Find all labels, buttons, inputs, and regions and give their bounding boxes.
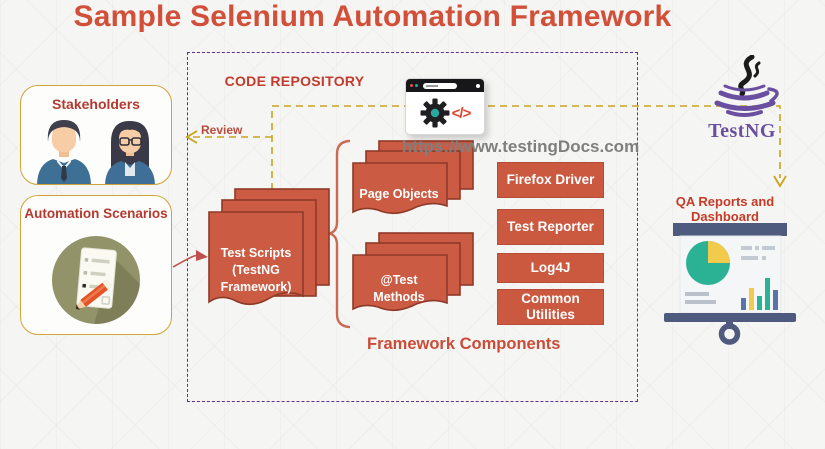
- test-scripts-label: Test Scripts (TestNG Framework): [220, 246, 292, 294]
- test-methods-label: @Test Methods: [373, 273, 425, 304]
- stakeholders-label: Stakeholders: [52, 96, 140, 112]
- test-scripts-stack: [208, 188, 330, 306]
- presentation-dashboard-icon: [664, 223, 796, 345]
- code-repository-box: [187, 52, 638, 402]
- browser-dot-red: [410, 84, 413, 87]
- website-url: https://www.testingDocs.com: [401, 137, 640, 156]
- browser-dot-teal: [415, 84, 418, 87]
- testng-logo-text: TestNG: [708, 120, 776, 142]
- automation-scenarios-box: Automation Scenarios: [20, 195, 172, 335]
- stakeholders-box: Stakeholders: [20, 85, 172, 185]
- page-title: Sample Selenium Automation Framework: [73, 0, 672, 33]
- browser-code-icon: </>: [405, 78, 485, 135]
- checklist-pencil-icon: [52, 236, 140, 325]
- browser-dot-white: [476, 83, 480, 88]
- browser-address-bar: [423, 82, 457, 89]
- down-arrowhead-icon: [773, 175, 787, 188]
- testng-java-cup-icon: [714, 55, 779, 117]
- review-label: Review: [201, 123, 243, 137]
- code-tag-icon: </>: [451, 104, 472, 122]
- browser-content: </>: [406, 92, 484, 134]
- component-common-utilities: Common Utilities: [497, 289, 604, 325]
- test-methods-stack: [352, 232, 474, 312]
- code-repository-label: CODE REPOSITORY: [224, 73, 365, 89]
- component-firefox-driver: Firefox Driver: [497, 162, 604, 198]
- browser-titlebar: [406, 79, 484, 92]
- gear-icon: [420, 98, 450, 128]
- component-test-reporter: Test Reporter: [497, 209, 604, 245]
- component-log4j: Log4J: [497, 253, 604, 283]
- two-people-icon: [37, 120, 155, 184]
- framework-components-caption: Framework Components: [367, 335, 561, 353]
- qa-reports-label: QA Reports and Dashboard: [675, 194, 775, 224]
- automation-scenarios-label: Automation Scenarios: [24, 206, 168, 221]
- page-objects-label: Page Objects: [359, 187, 439, 201]
